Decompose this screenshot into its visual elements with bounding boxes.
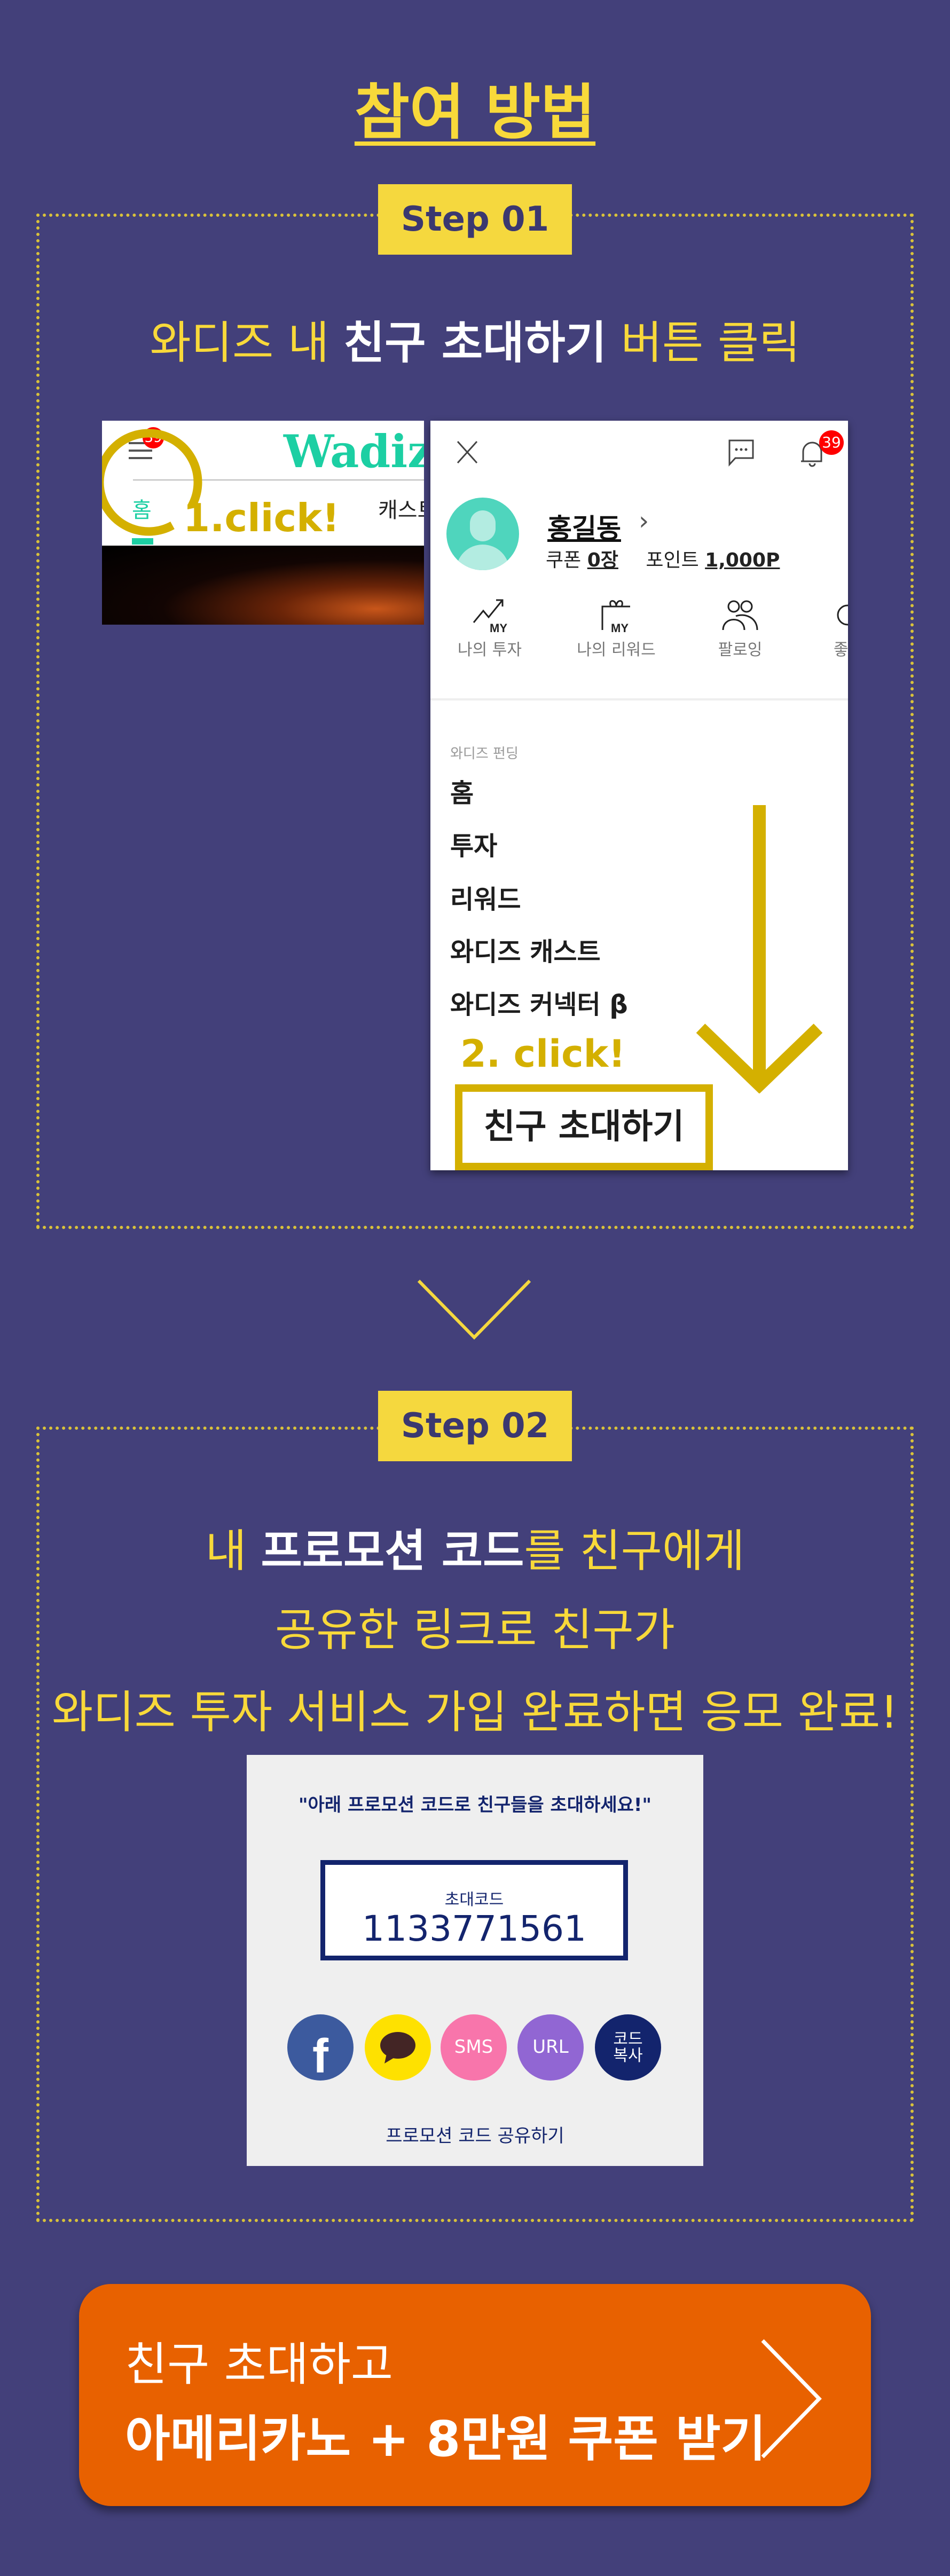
kakaotalk-share-button[interactable] [365, 2014, 431, 2081]
card-quote: "아래 프로모션 코드로 친구들을 초대하세요!" [298, 1794, 652, 1816]
headline-bold: 친구 초대하기 [343, 317, 607, 369]
invite-code-box[interactable]: 초대코드 1133771561 [320, 1860, 628, 1960]
shortcut-more[interactable]: 좋 [834, 597, 848, 660]
highlight-circle-icon [102, 429, 202, 536]
step1-badge: Step 01 [378, 184, 572, 255]
headline-text: 와디즈 내 [150, 317, 344, 369]
step2-line1: 내 프로모션 코드를 친구에게 [0, 1515, 950, 1580]
gift-icon: MY [601, 600, 630, 635]
line-bold: 프로모션 코드 [261, 1525, 524, 1577]
bell-icon[interactable] [799, 439, 826, 468]
shortcut-my-reward[interactable]: MY 나의 리워드 [575, 597, 658, 660]
click-annotation-2: 2. click! [460, 1032, 626, 1076]
kakao-speech-bubble-icon [380, 2032, 415, 2063]
divider [430, 698, 848, 700]
section-label: 와디즈 펀딩 [450, 746, 519, 762]
chevron-right-icon [761, 2339, 822, 2459]
svg-text:MY: MY [611, 621, 629, 634]
page-title: 참여 방법 [354, 78, 596, 147]
copy-code-button[interactable]: 코드 복사 [595, 2014, 661, 2081]
shortcut-my-investment[interactable]: MY 나의 투자 [452, 597, 528, 660]
invite-friend-menu-item[interactable]: 친구 초대하기 [455, 1084, 713, 1170]
user-stats: 쿠폰 0장 포인트 1,000P [546, 545, 780, 572]
step2-badge: Step 02 [378, 1391, 572, 1461]
shortcut-label: 좋 [834, 641, 848, 659]
coupon-label: 쿠폰 [546, 549, 582, 571]
avatar[interactable] [446, 498, 519, 570]
sms-share-button[interactable]: SMS [441, 2014, 507, 2081]
menu-item-invest[interactable]: 투자 [450, 831, 498, 861]
menu-item-cast[interactable]: 와디즈 캐스트 [450, 937, 601, 967]
invite-cta-button[interactable]: 친구 초대하고 아메리카노 + 8만원 쿠폰 받기 [79, 2284, 871, 2506]
banner-image [102, 546, 424, 625]
svg-text:MY: MY [490, 621, 507, 634]
code-label: 초대코드 [444, 1890, 504, 1909]
hamburger-menu-icon[interactable] [129, 442, 152, 459]
step1-headline: 와디즈 내 친구 초대하기 버튼 클릭 [0, 307, 950, 372]
app-header-screenshot: 39 Wadiz 홈 캐스트 1.click! [102, 421, 424, 625]
point-label: 포인트 [646, 549, 699, 571]
menu-item-home[interactable]: 홈 [450, 778, 474, 808]
chevron-right-icon[interactable]: › [639, 506, 649, 536]
shortcut-following[interactable]: 팔로잉 [703, 597, 778, 660]
tab-home[interactable]: 홈 [132, 498, 152, 523]
cta-line2: 아메리카노 + 8만원 쿠폰 받기 [125, 2410, 766, 2468]
line-text: 를 친구에게 [524, 1525, 745, 1577]
line-text: 내 [205, 1525, 261, 1577]
tab-cast[interactable]: 캐스트 [378, 498, 424, 523]
invite-code: 1133771561 [362, 1908, 586, 1949]
facebook-icon: f [312, 2030, 328, 2083]
click-annotation-1: 1.click! [183, 495, 340, 540]
coupon-value[interactable]: 0장 [587, 549, 618, 571]
promo-code-card: "아래 프로모션 코드로 친구들을 초대하세요!" 초대코드 113377156… [247, 1755, 703, 2166]
menu-item-reward[interactable]: 리워드 [450, 885, 521, 915]
tab-indicator [132, 538, 153, 545]
wadiz-logo: Wadiz [284, 425, 424, 478]
shortcut-label: 나의 투자 [458, 641, 522, 659]
arrow-down-icon [696, 805, 823, 1093]
close-icon[interactable] [457, 440, 478, 464]
chevron-down-icon [417, 1279, 531, 1340]
shortcut-label: 나의 리워드 [577, 641, 656, 659]
user-name[interactable]: 홍길동 [547, 513, 621, 544]
message-icon[interactable] [728, 439, 755, 467]
url-share-button[interactable]: URL [517, 2014, 584, 2081]
divider [133, 479, 424, 480]
point-value[interactable]: 1,000P [705, 549, 780, 571]
headline-text: 버튼 클릭 [606, 317, 800, 369]
shortcut-label: 팔로잉 [718, 641, 763, 659]
cta-line1: 친구 초대하고 [125, 2338, 394, 2391]
people-icon [722, 600, 758, 631]
clipped-icon [837, 604, 848, 626]
notification-badge: 39 [819, 430, 844, 455]
step2-line3: 와디즈 투자 서비스 가입 완료하면 응모 완료! [52, 1686, 898, 1738]
share-footer-label: 프로모션 코드 공유하기 [386, 2125, 564, 2147]
side-menu-panel: 39 홍길동 › 쿠폰 0장 포인트 1,000P MY 나의 투자 MY 나의… [430, 421, 848, 1170]
menu-item-connector[interactable]: 와디즈 커넥터 β [450, 990, 628, 1020]
step2-line2: 공유한 링크로 친구가 [275, 1604, 675, 1656]
facebook-share-button[interactable]: f [287, 2014, 354, 2081]
investment-trend-icon: MY [473, 599, 507, 635]
